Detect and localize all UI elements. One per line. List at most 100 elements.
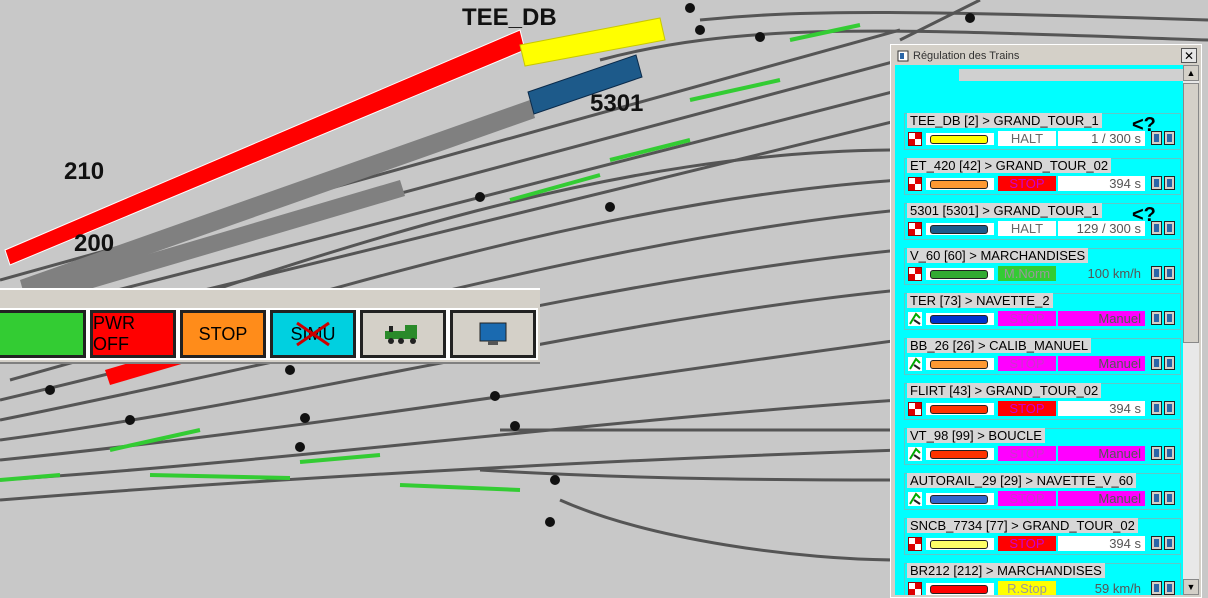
auto-mode-icon[interactable]: [908, 582, 922, 595]
track: [899, 0, 981, 42]
train-title: TER [73] > NAVETTE_2: [907, 293, 1053, 308]
window-titlebar[interactable]: Régulation des Trains ✕: [893, 47, 1199, 65]
train-status: HALT: [998, 131, 1056, 146]
stop-button[interactable]: STOP: [178, 308, 268, 360]
auto-mode-icon[interactable]: [908, 177, 922, 191]
train-title: BB_26 [26] > CALIB_MANUEL: [907, 338, 1092, 353]
manual-mode-icon[interactable]: [908, 312, 922, 326]
vertical-scrollbar[interactable]: ▲ ▼: [1183, 65, 1199, 595]
info-icon[interactable]: [1164, 266, 1175, 280]
train-status: M.Norm: [998, 266, 1056, 281]
scroll-down-icon[interactable]: ▼: [1183, 579, 1199, 595]
info-icon[interactable]: [1164, 491, 1175, 505]
settings-icon[interactable]: [1151, 311, 1162, 325]
info-icon[interactable]: [1164, 311, 1175, 325]
train-label-200: 200: [74, 230, 115, 257]
settings-icon[interactable]: [1151, 131, 1162, 145]
settings-icon[interactable]: [1151, 401, 1162, 415]
signal: [490, 391, 500, 401]
auto-mode-icon[interactable]: [908, 132, 922, 146]
train-status: STOP: [998, 356, 1056, 371]
signal: [965, 13, 975, 23]
settings-icon[interactable]: [1151, 536, 1162, 550]
info-icon[interactable]: [1164, 221, 1175, 235]
info-icon[interactable]: [1164, 446, 1175, 460]
track: [559, 498, 901, 562]
train-200[interactable]: [20, 100, 535, 308]
auto-mode-icon[interactable]: [908, 267, 922, 281]
info-icon[interactable]: [1164, 536, 1175, 550]
settings-icon[interactable]: [1151, 266, 1162, 280]
scroll-up-icon[interactable]: ▲: [1183, 65, 1199, 81]
manual-mode-icon[interactable]: [908, 447, 922, 461]
train-title: BR212 [212] > MARCHANDISES: [907, 563, 1105, 578]
query-marker: <?: [1132, 114, 1156, 136]
signal: [510, 421, 520, 431]
track-green: [399, 483, 521, 492]
locomotive-icon: [926, 358, 994, 370]
settings-icon[interactable]: [1151, 446, 1162, 460]
track-green: [789, 23, 861, 42]
go-button[interactable]: [0, 308, 88, 360]
scroll-thumb[interactable]: [1183, 83, 1199, 343]
train-tee-db[interactable]: [519, 17, 666, 67]
locomotive-button[interactable]: [358, 308, 448, 360]
train-value: 1 / 300 s: [1058, 131, 1145, 146]
track: [0, 398, 901, 482]
auto-mode-icon[interactable]: [908, 537, 922, 551]
track: [0, 448, 901, 502]
signal: [550, 475, 560, 485]
train-value: Manuel: [1058, 491, 1145, 506]
settings-icon[interactable]: [1151, 491, 1162, 505]
track-green: [299, 453, 381, 464]
locomotive-icon: [926, 493, 994, 505]
track-green: [0, 473, 61, 482]
signal: [475, 192, 485, 202]
header-bar: [959, 69, 1185, 81]
info-icon[interactable]: [1164, 581, 1175, 595]
settings-icon[interactable]: [1151, 581, 1162, 595]
train-label-5301: 5301: [590, 90, 644, 117]
close-icon[interactable]: ✕: [1181, 48, 1197, 63]
info-icon[interactable]: [1164, 401, 1175, 415]
signal: [45, 385, 55, 395]
train-status: STOP: [998, 491, 1056, 506]
monitor-button[interactable]: [448, 308, 538, 360]
train-value: 394 s: [1058, 401, 1145, 416]
simu-button[interactable]: SIMU: [268, 308, 358, 360]
locomotive-icon: [926, 133, 994, 145]
train-regulation-window: Régulation des Trains ✕ TEE_DB [2] > GRA…: [890, 44, 1202, 598]
train-5301[interactable]: [527, 54, 643, 115]
train-status: HALT: [998, 221, 1056, 236]
manual-mode-icon[interactable]: [908, 357, 922, 371]
settings-icon[interactable]: [1151, 176, 1162, 190]
info-icon[interactable]: [1164, 176, 1175, 190]
track-green: [149, 473, 291, 480]
locomotive-icon: [926, 538, 994, 550]
info-icon[interactable]: [1164, 356, 1175, 370]
train-label-210: 210: [64, 158, 105, 185]
info-icon[interactable]: [1164, 131, 1175, 145]
settings-icon[interactable]: [1151, 221, 1162, 235]
train-value: 129 / 300 s: [1058, 221, 1145, 236]
auto-mode-icon[interactable]: [908, 402, 922, 416]
pwr-off-button[interactable]: PWR OFF: [88, 308, 178, 360]
settings-icon[interactable]: [1151, 356, 1162, 370]
train-title: V_60 [60] > MARCHANDISES: [907, 248, 1089, 263]
train-value: 394 s: [1058, 176, 1145, 191]
auto-mode-icon[interactable]: [908, 222, 922, 236]
manual-mode-icon[interactable]: [908, 492, 922, 506]
control-bar: PWR OFF STOP SIMU: [0, 288, 540, 364]
